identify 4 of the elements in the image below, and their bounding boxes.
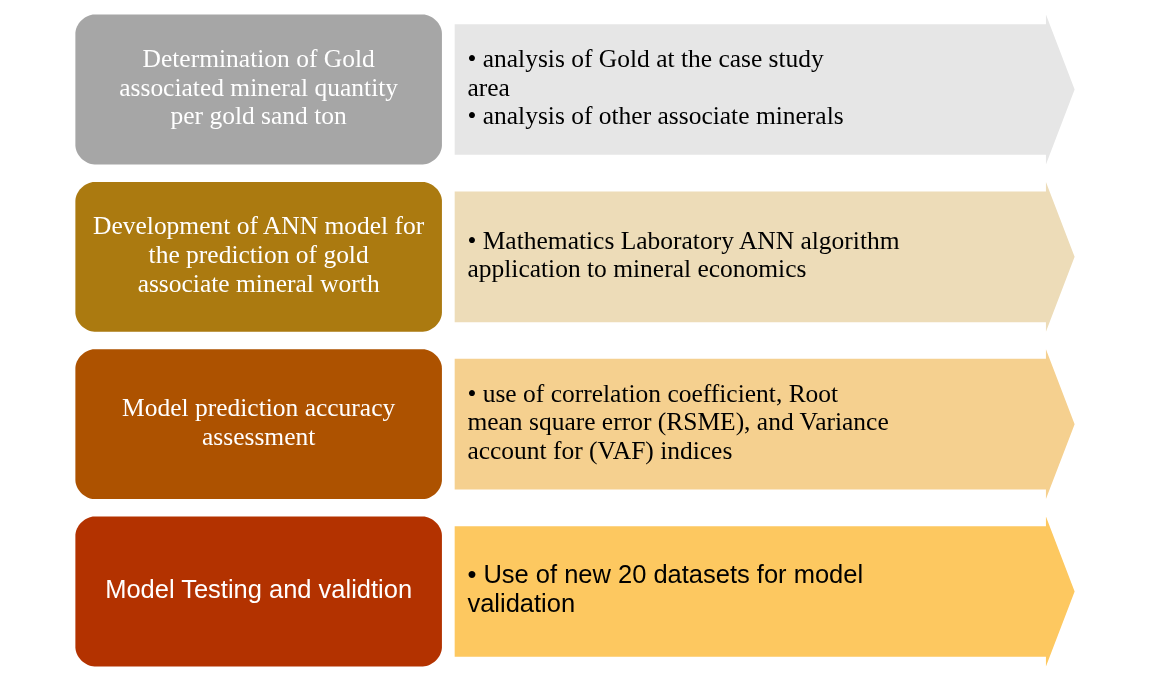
node-box: Determination of Gold associated mineral quantity per gold sand ton	[75, 14, 442, 165]
node-box: Model Testing and validtion	[75, 516, 442, 667]
node-box: Development of ANN model for the prediction of gold associate mineral worth	[75, 181, 442, 332]
node-box: Model prediction accuracy assessment	[75, 349, 442, 500]
